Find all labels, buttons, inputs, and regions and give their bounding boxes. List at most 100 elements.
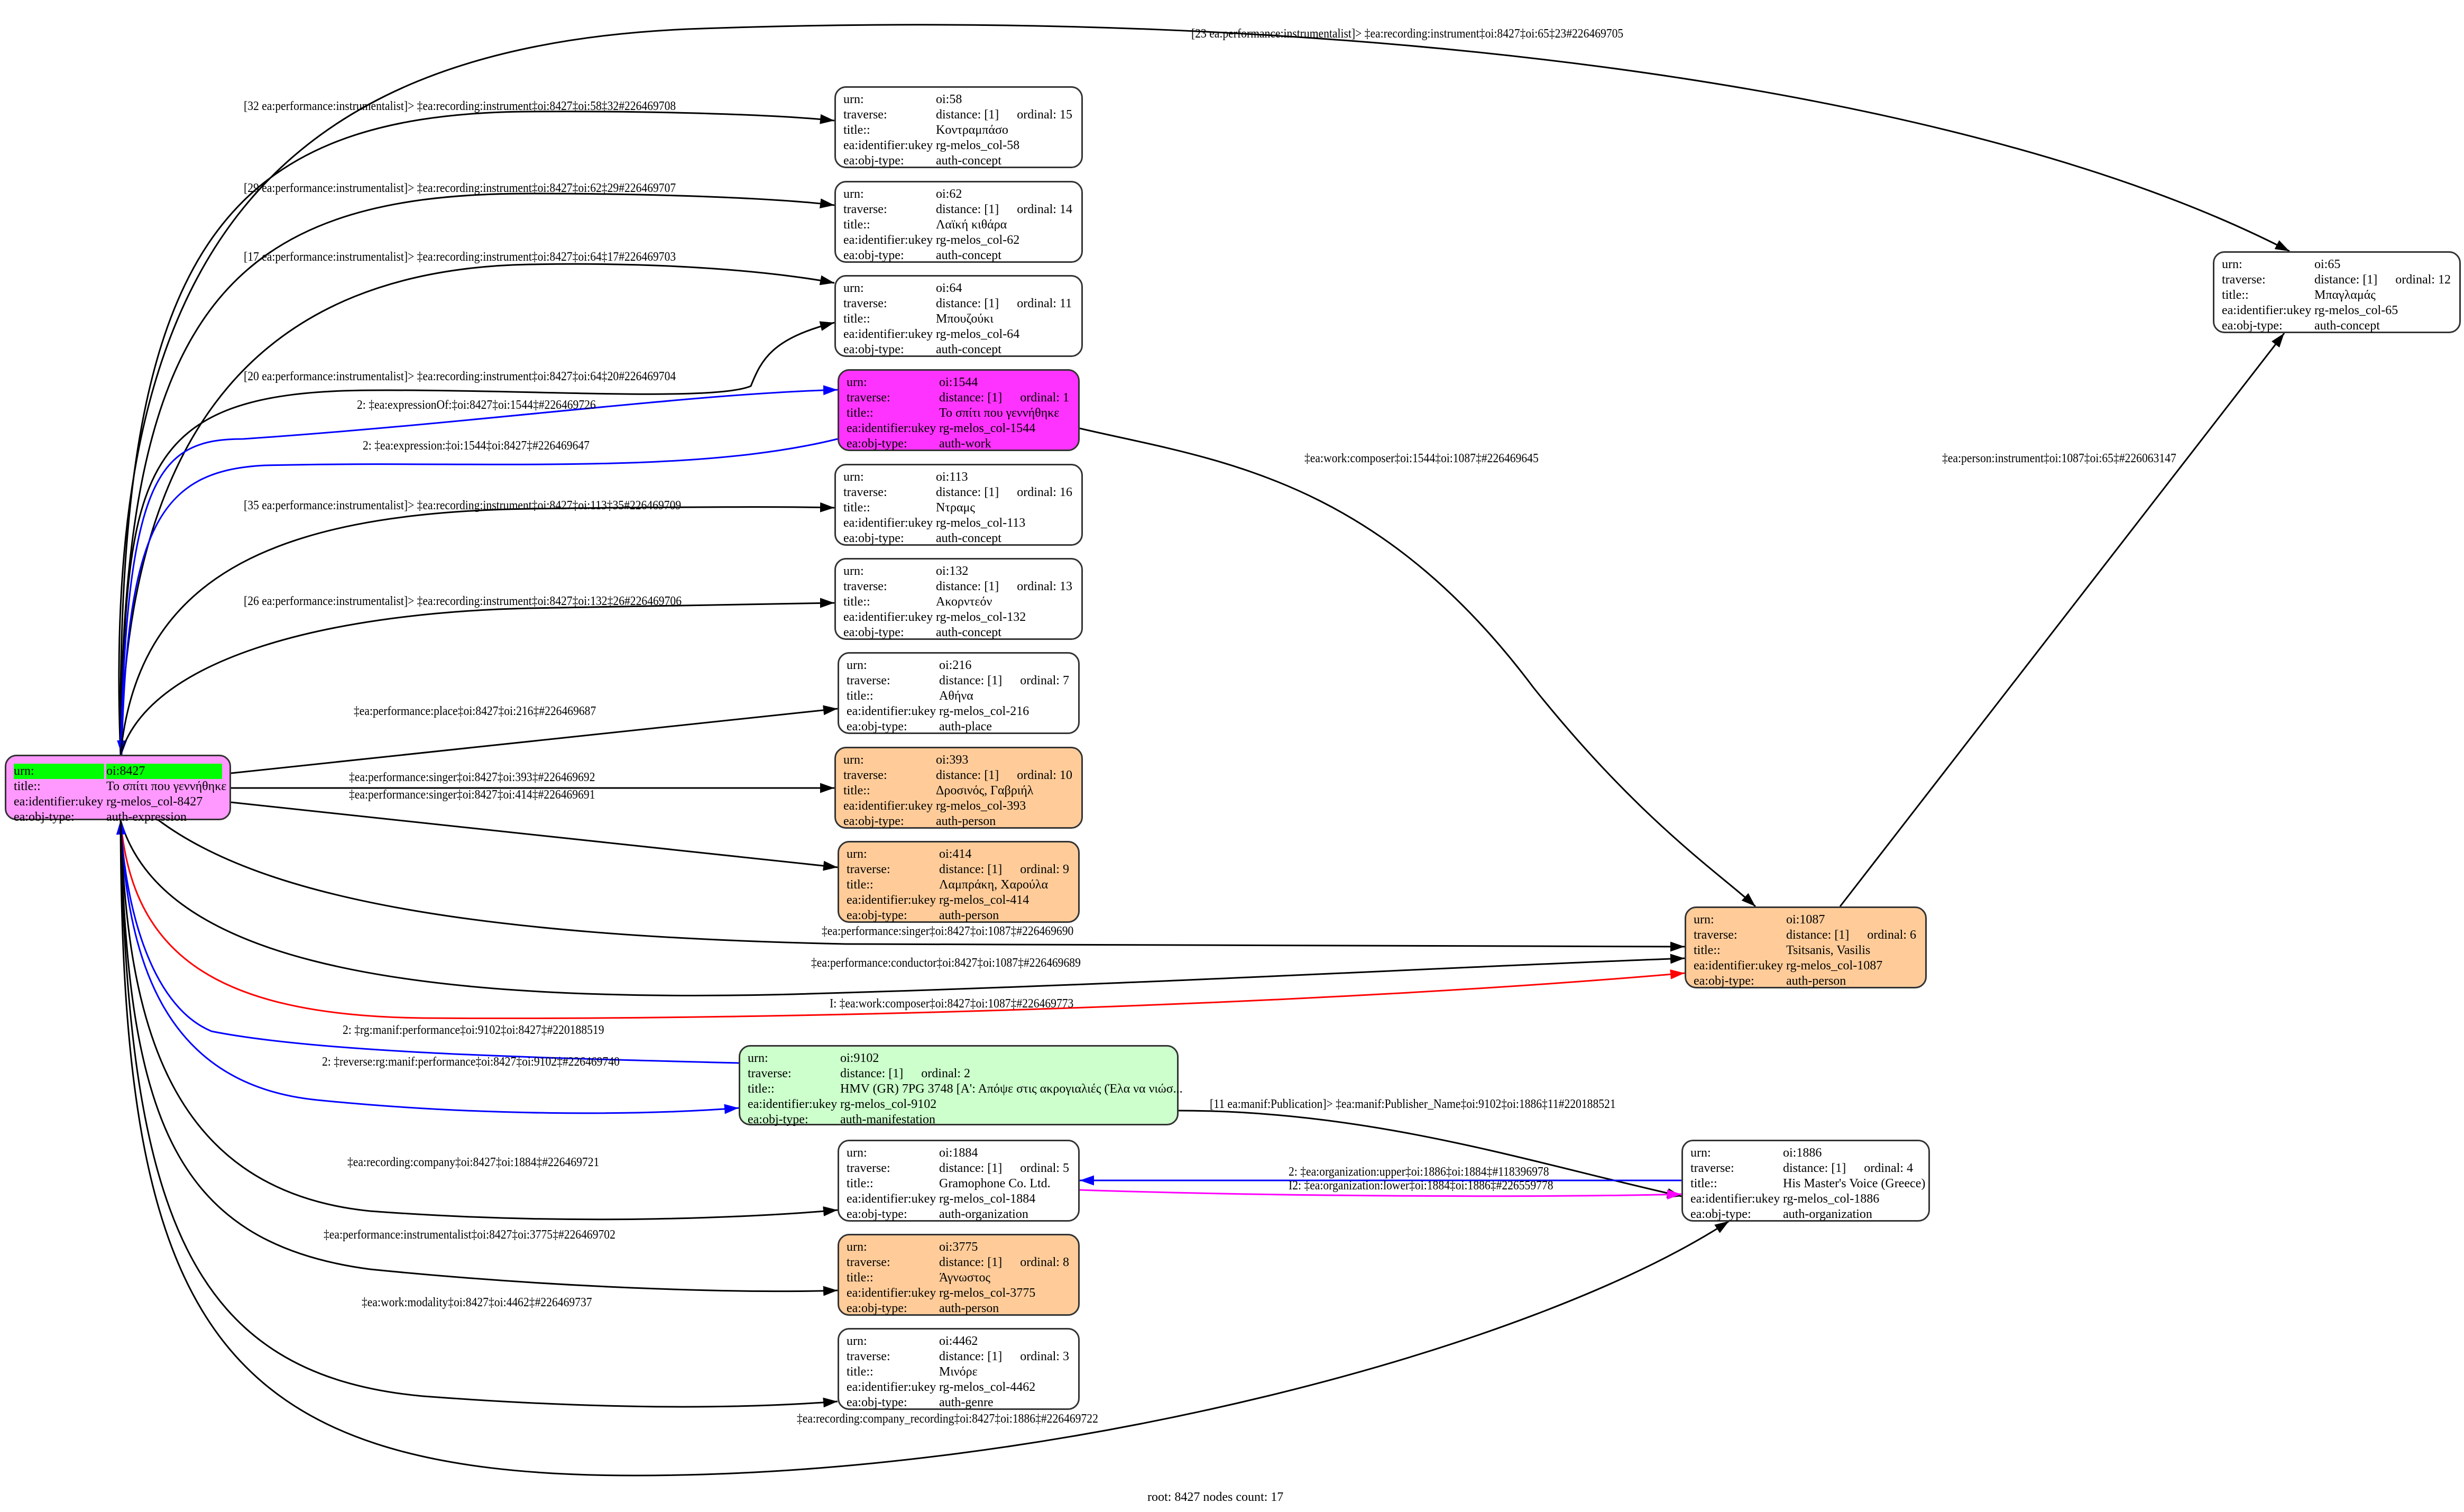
ordinal-value: 14 [1059,203,1072,216]
edge-label: ‡ea:performance:singer‡oi:8427‡oi:414‡#2… [349,788,595,802]
field-value-title: Το σπίτι που γεννήθηκε [106,780,227,793]
field-label: title:: [847,1177,874,1190]
traverse-value: distance: [1]ordinal: 11 [936,296,1072,311]
field-value-urn: oi:58 [936,93,962,106]
node-row-title: title::Λαμπράκη, Χαρούλα [847,877,1071,893]
node-row-urn: urn:oi:62 [843,187,1074,202]
field-label: ea:identifier:ukey [843,610,933,624]
edge-8427-to-64 [119,321,835,755]
ordinal-label: ordinal: [1017,203,1056,216]
field-label: ea:identifier:ukey [847,1380,936,1394]
node-row-obj-type: ea:obj-type:auth-work [847,436,1071,452]
field-label: title:: [1694,943,1721,957]
field-label: ea:identifier:ukey [14,795,104,809]
distance-value: [1] [888,1067,904,1080]
field-label: urn: [843,753,864,767]
traverse-value: distance: [1]ordinal: 2 [840,1066,970,1082]
field-label: ea:identifier:ukey [843,516,933,530]
distance-value: [1] [987,674,1003,688]
field-label: ea:obj-type: [14,810,75,824]
ordinal-value: 3 [1062,1350,1069,1363]
edge-label: 2: ‡rg:manif:performance‡oi:9102‡oi:8427… [343,1023,604,1037]
field-label: ea:identifier:ukey [1694,959,1783,973]
distance-label: distance: [936,108,981,122]
field-value-ukey: rg-melos_col-414 [939,893,1029,907]
node-row-title: title::Άγνωστος [847,1270,1071,1286]
distance-value: [1] [1834,928,1850,942]
ordinal-label: ordinal: [1020,1350,1060,1363]
node-row-traverse: traverse:distance: [1]ordinal: 11 [843,296,1074,311]
node-row-urn: urn:oi:3775 [847,1240,1071,1255]
field-label: urn: [843,470,864,484]
field-value-ukey: rg-melos_col-1544 [939,421,1036,435]
field-label: ea:identifier:ukey [748,1097,838,1111]
node-row-title: title::Gramophone Co. Ltd. [847,1176,1071,1192]
distance-value: [1] [984,580,999,593]
node-row-traverse: traverse:distance: [1]ordinal: 4 [1690,1161,1921,1176]
field-value-urn: oi:9102 [840,1051,879,1065]
ordinal-value: 1 [1062,391,1069,405]
node-row-traverse: traverse:distance: [1]ordinal: 3 [847,1349,1071,1364]
edge-8427-to-1087 [119,820,1685,996]
traverse-value: distance: [1]ordinal: 1 [939,390,1069,406]
field-value-title: Tsitsanis, Vasilis [1786,943,1871,957]
traverse-value: distance: [1]ordinal: 5 [939,1161,1069,1176]
edge-label: ‡ea:performance:singer‡oi:8427‡oi:393‡#2… [349,771,595,784]
distance-value: [1] [987,863,1003,876]
node-row-title: title::Κοντραμπάσο [843,123,1074,138]
node-row-obj-type: ea:obj-type:auth-organization [847,1207,1071,1222]
field-value-title: His Master's Voice (Greece) [1783,1177,1926,1190]
ordinal-label: ordinal: [1017,768,1056,782]
field-label: title:: [843,784,870,798]
field-label: traverse: [843,108,887,122]
node-row-urn: urn:oi:64 [843,281,1074,296]
field-label: urn: [847,847,867,861]
field-label: ea:obj-type: [843,532,904,545]
traverse-value: distance: [1]ordinal: 16 [936,485,1072,500]
field-label: urn: [847,1146,867,1160]
field-value-urn: oi:3775 [939,1240,978,1254]
distance-label: distance: [1786,928,1832,942]
field-label: ea:obj-type: [1690,1207,1751,1221]
field-label: ea:obj-type: [843,249,904,262]
field-value-title: Αθήνα [939,689,973,703]
field-label: title:: [847,689,874,703]
field-value-obj-type: auth-concept [936,343,1001,356]
field-label: ea:identifier:ukey [847,704,936,718]
field-label: ea:obj-type: [843,626,904,639]
field-value-ukey: rg-melos_col-62 [936,233,1020,247]
field-value-obj-type: auth-work [939,437,991,451]
field-label: title:: [847,1271,874,1285]
field-label: urn: [847,1334,867,1348]
field-label: ea:obj-type: [847,1396,907,1409]
field-label: ea:identifier:ukey [847,421,936,435]
field-label: title:: [843,312,870,326]
field-label: ea:identifier:ukey [847,893,936,907]
node-row-title: title::Δροσινός, Γαβριήλ [843,783,1074,799]
node-row-urn: urn:oi:4462 [847,1334,1071,1349]
node-row-title: title::Μπουζούκι [843,311,1074,327]
ordinal-value: 10 [1059,768,1072,782]
distance-value: [1] [1831,1161,1846,1175]
